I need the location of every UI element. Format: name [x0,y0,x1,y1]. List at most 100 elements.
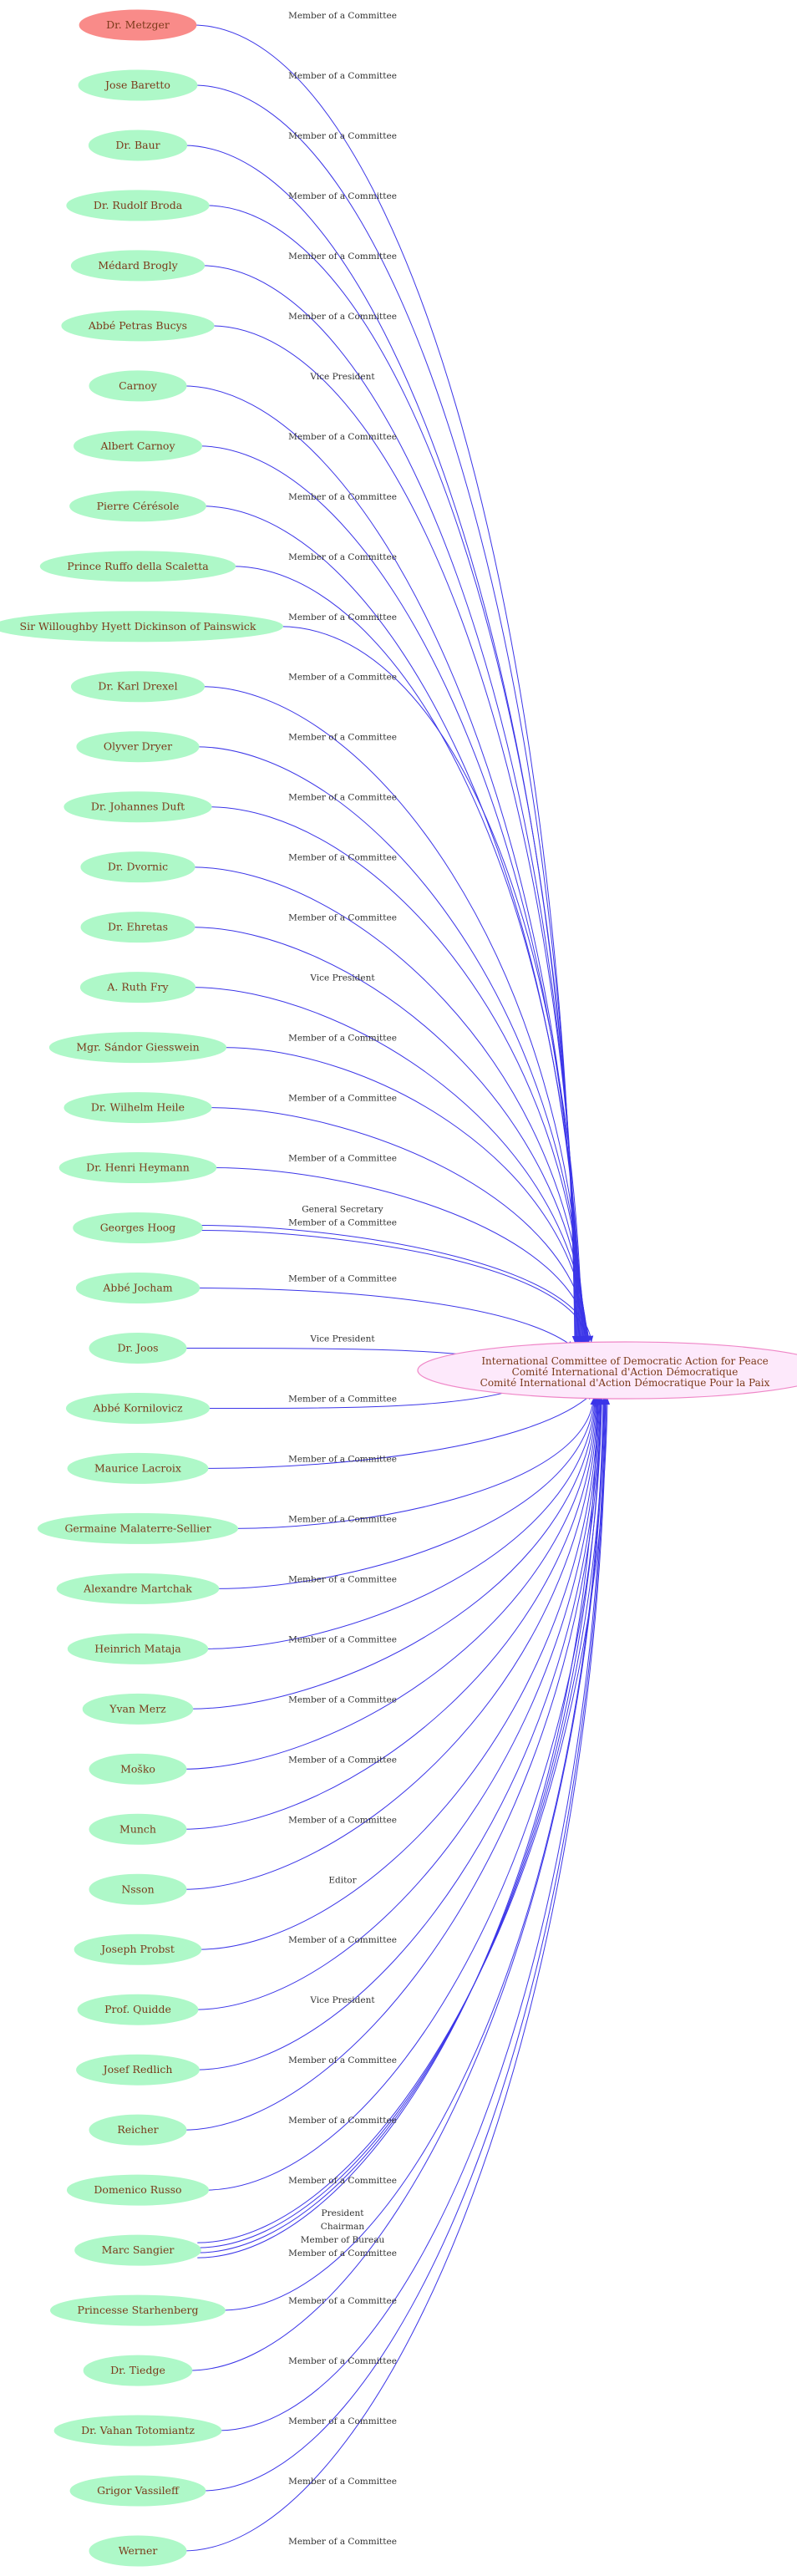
edge-line[interactable] [234,1398,596,1529]
edge-line[interactable] [193,84,578,1343]
edge-label: General Secretary [302,1205,383,1215]
edge-line[interactable] [231,566,585,1343]
person-node-shape [74,2234,201,2266]
edge-line[interactable] [217,1398,607,2431]
person-node[interactable]: Moško [89,1753,187,1785]
edge-line[interactable] [199,1230,591,1343]
person-node[interactable]: Yvan Merz [82,1693,194,1725]
edge-line[interactable] [201,265,581,1343]
edge-line[interactable] [195,1398,603,2070]
person-node[interactable]: Werner [89,2535,187,2567]
person-node-label: Dr. Rudolf Broda [94,199,183,211]
person-node[interactable]: Albert Carnoy [73,430,203,462]
person-node[interactable]: Carnoy [89,370,187,402]
person-node[interactable]: Dr. Johannes Duft [63,791,212,823]
person-node[interactable]: Olyver Dryer [76,731,200,763]
edge-line[interactable] [197,1398,611,2243]
edge-line[interactable] [188,1398,607,2371]
edge-line[interactable] [211,325,581,1343]
edge-line[interactable] [182,1398,609,2552]
edge-line[interactable] [206,1387,521,1410]
edge-line[interactable] [208,1107,591,1343]
edge-label: Member of a Committee [288,2537,397,2547]
person-node[interactable]: Dr. Dvornic [80,851,195,883]
person-node[interactable]: Jose Baretto [78,69,198,101]
person-node[interactable]: Alexandre Martchak [56,1573,220,1604]
person-node[interactable]: Abbé Kornilovicz [65,1392,211,1424]
person-node[interactable]: Dr. Tiedge [83,2355,193,2386]
person-node[interactable]: Pierre Cérésole [69,490,206,522]
edges-layer [182,24,611,2552]
edge-line[interactable] [191,866,588,1343]
person-node[interactable]: Abbé Jocham [75,1273,201,1303]
target-node[interactable]: International Committee of Democratic Ac… [417,1341,797,1400]
edge-label: Member of a Committee [288,1034,397,1044]
target-label-line: Comité International d'Action Démocratiq… [512,1366,739,1378]
edge-line[interactable] [204,1393,593,1469]
person-node[interactable]: Médard Brogly [70,250,206,282]
edge-line[interactable] [206,205,580,1343]
edge-line[interactable] [222,1047,591,1343]
person-node[interactable]: Germaine Malaterre-Sellier [37,1512,239,1544]
person-node[interactable]: Joseph Probst [74,1933,202,1965]
person-node[interactable]: Georges Hoog [73,1212,203,1244]
edge-line[interactable] [215,1398,596,1589]
edge-line[interactable] [191,987,590,1343]
person-node[interactable]: Sir Willoughby Hyett Dickinson of Painsw… [0,611,283,643]
edge-line[interactable] [201,686,586,1343]
person-node-label: A. Ruth Fry [106,981,169,993]
person-node[interactable]: Dr. Wilhelm Heile [63,1092,212,1124]
edge-line[interactable] [190,927,589,1343]
edge-line[interactable] [202,506,584,1343]
edge-line[interactable] [212,1167,591,1343]
person-node[interactable]: Princesse Starhenberg [50,2294,226,2326]
edge-line[interactable] [182,1398,601,1890]
edge-line[interactable] [197,1398,607,2248]
person-node[interactable]: Mgr. Sándor Giesswein [48,1032,227,1064]
edge-line[interactable] [189,1398,598,1710]
edge-line[interactable] [183,145,579,1343]
person-node[interactable]: Domenico Russo [66,2174,210,2206]
edge-line[interactable] [201,1398,608,2492]
person-node-label: Dr. Ehretas [108,921,168,933]
person-node[interactable]: Marc Sangier [74,2234,201,2266]
person-node[interactable]: Munch [89,1813,187,1845]
person-node[interactable]: Maurice Lacroix [67,1452,209,1484]
edge-line[interactable] [197,1398,604,2253]
person-node[interactable]: Dr. Karl Drexel [70,671,206,703]
edge-line[interactable] [221,1398,607,2311]
edge-line[interactable] [197,1398,602,1950]
person-node[interactable]: Dr. Joos [89,1332,187,1364]
edge-line[interactable] [192,24,578,1343]
edge-line[interactable] [182,385,582,1343]
edge-line[interactable] [279,626,585,1343]
person-node[interactable]: Heinrich Mataja [67,1633,209,1664]
edge-line[interactable] [182,1398,600,1830]
person-node[interactable]: Grigor Vassileff [69,2475,206,2507]
edge-line[interactable] [197,1398,601,2258]
person-node[interactable]: Dr. Rudolf Broda [66,190,210,221]
person-node[interactable]: Dr. Baur [88,130,188,161]
edge-line[interactable] [205,1398,605,2191]
person-node[interactable]: Prince Ruffo della Scaletta [39,551,236,582]
person-node-shape [89,1753,187,1785]
person-node[interactable]: A. Ruth Fry [79,972,196,1003]
person-node[interactable]: Abbé Petras Bucys [61,310,215,342]
edge-line[interactable] [198,445,583,1343]
edge-line[interactable] [194,1398,602,2010]
person-node[interactable]: Dr. Henri Heymann [58,1152,217,1184]
person-node[interactable]: Dr. Metzger [79,9,197,41]
person-node[interactable]: Prof. Quidde [77,1994,199,2025]
person-node[interactable]: Dr. Ehretas [80,912,195,943]
edge-line[interactable] [199,1225,594,1343]
edge-line[interactable] [195,746,586,1343]
edge-line[interactable] [195,1288,574,1348]
person-node[interactable]: Nsson [89,1873,187,1905]
edge-line[interactable] [204,1398,597,1649]
edge-line[interactable] [208,806,587,1343]
person-node[interactable]: Josef Redlich [76,2054,200,2086]
person-node[interactable]: Reicher [89,2114,187,2146]
person-node[interactable]: Dr. Vahan Totomiantz [53,2415,222,2446]
edge-line[interactable] [182,1398,599,1770]
edge-line[interactable] [182,1398,604,2131]
